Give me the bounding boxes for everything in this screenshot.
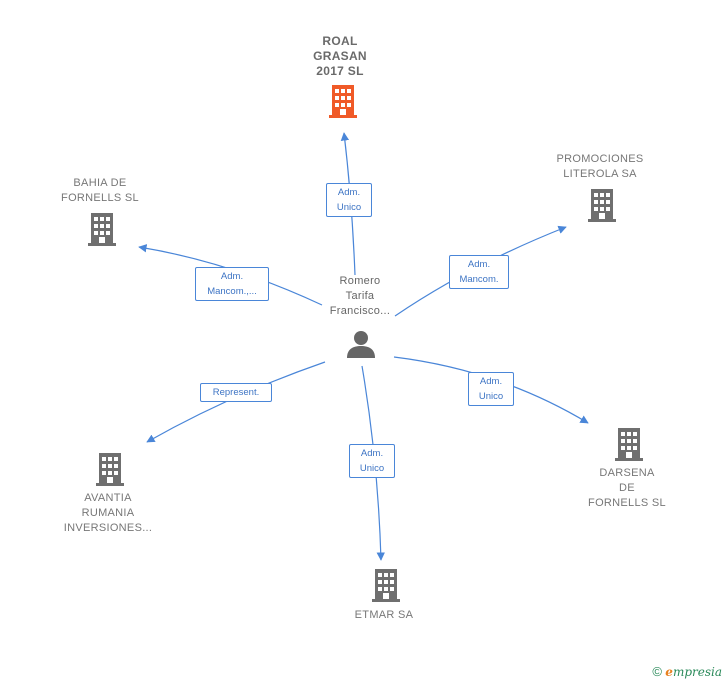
- label-line: INVERSIONES...: [63, 522, 153, 534]
- person-label[interactable]: Romero Tarifa Francisco...: [310, 274, 410, 319]
- company-label-bahia[interactable]: BAHIA DE FORNELLS SL: [40, 176, 160, 206]
- relation-line: Unico: [359, 463, 385, 474]
- relation-box-darsena[interactable]: Adm. Unico: [468, 372, 514, 406]
- relation-line: Mancom.: [459, 274, 499, 285]
- label-line: BAHIA DE: [73, 177, 127, 189]
- company-label-etmar[interactable]: ETMAR SA: [324, 608, 444, 623]
- label-line: ROAL: [322, 34, 358, 48]
- relation-box-avantia[interactable]: Represent.: [200, 383, 272, 402]
- relation-line: Adm.: [337, 187, 361, 198]
- relation-line: Adm.: [479, 376, 503, 387]
- building-icon-etmar[interactable]: [370, 568, 402, 607]
- company-label-promo[interactable]: PROMOCIONES LITEROLA SA: [540, 152, 660, 182]
- relation-line: Adm.: [220, 271, 244, 282]
- label-line: GRASAN: [313, 49, 367, 63]
- relation-line: Mancom.,...: [207, 286, 257, 297]
- relation-line: Unico: [336, 202, 362, 213]
- label-line: PROMOCIONES: [556, 153, 644, 165]
- company-label-darsena[interactable]: DARSENA DE FORNELLS SL: [567, 466, 687, 511]
- label-line: Romero: [339, 275, 381, 287]
- edge-to-avantia: [146, 361, 326, 443]
- label-line: 2017 SL: [316, 64, 364, 78]
- relation-line: Represent.: [212, 387, 260, 398]
- footer-brand: © empresia: [652, 664, 722, 679]
- building-icon-bahia[interactable]: [86, 212, 118, 251]
- person-icon[interactable]: [346, 330, 376, 363]
- label-line: FORNELLS SL: [588, 497, 666, 509]
- relation-line: Adm.: [360, 448, 384, 459]
- relation-line: Unico: [478, 391, 504, 402]
- building-icon-darsena[interactable]: [613, 427, 645, 466]
- brand-logo: empresia: [665, 665, 722, 679]
- building-icon-promo[interactable]: [586, 188, 618, 227]
- relation-box-bahia[interactable]: Adm. Mancom.,...: [195, 267, 269, 301]
- relation-box-promo[interactable]: Adm. Mancom.: [449, 255, 509, 289]
- label-line: AVANTIA: [84, 492, 132, 504]
- label-line: DE: [619, 482, 635, 494]
- building-icon-avantia[interactable]: [94, 452, 126, 491]
- label-line: Tarifa: [345, 290, 375, 302]
- label-line: FORNELLS SL: [61, 192, 139, 204]
- building-icon-roal[interactable]: [327, 84, 359, 123]
- company-label-avantia[interactable]: AVANTIA RUMANIA INVERSIONES...: [48, 491, 168, 536]
- label-line: DARSENA: [599, 467, 655, 479]
- label-line: Francisco...: [329, 305, 391, 317]
- relation-line: Adm.: [467, 259, 491, 270]
- brand-initial: e: [665, 665, 673, 679]
- label-line: ETMAR SA: [354, 609, 414, 621]
- brand-name: mpresia: [672, 665, 722, 679]
- relation-box-etmar[interactable]: Adm. Unico: [349, 444, 395, 478]
- label-line: RUMANIA: [81, 507, 135, 519]
- copyright-symbol: ©: [652, 664, 662, 679]
- company-label-roal[interactable]: ROAL GRASAN 2017 SL: [290, 34, 390, 79]
- label-line: LITEROLA SA: [563, 168, 637, 180]
- relation-box-roal[interactable]: Adm. Unico: [326, 183, 372, 217]
